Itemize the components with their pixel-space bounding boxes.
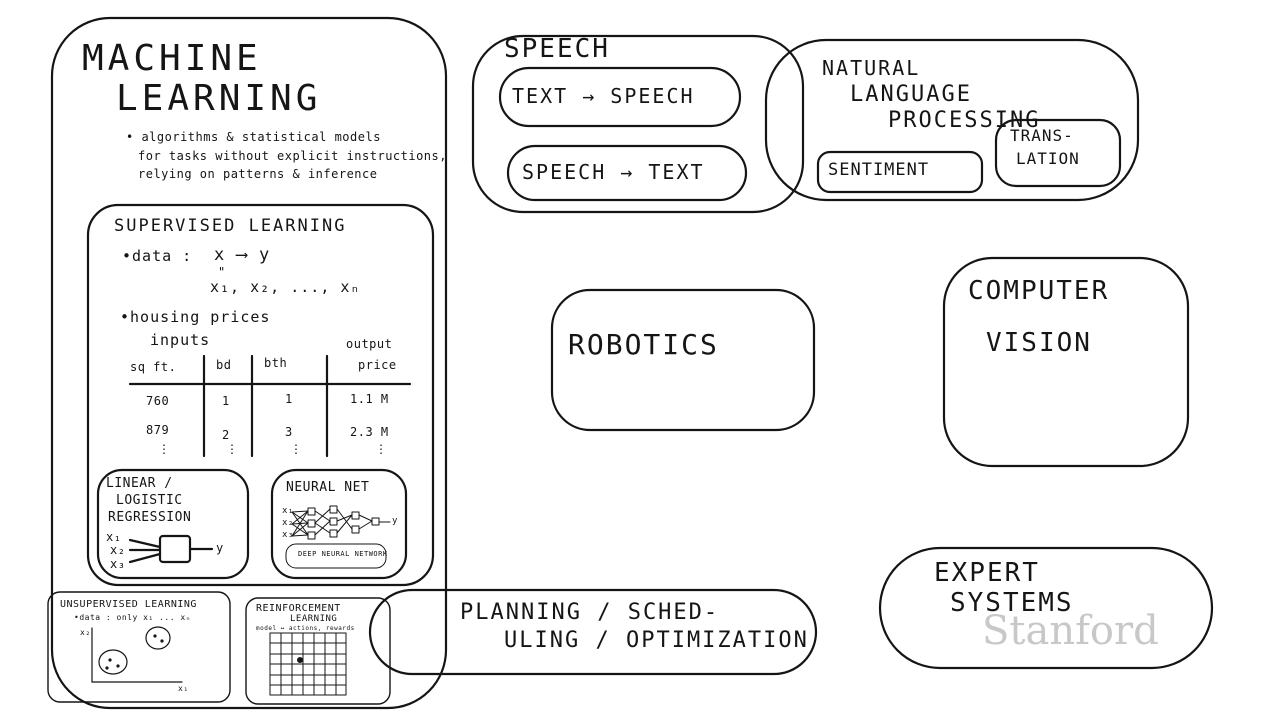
nlp-title-line3: PROCESSING (888, 108, 1041, 133)
expert-line1: EXPERT (934, 558, 1040, 588)
expert-line2: SYSTEMS (950, 588, 1074, 618)
unsupervised-learning-box (47, 591, 231, 703)
reinforcement-learning-box (245, 597, 391, 705)
housing-label: •housing prices (120, 308, 271, 326)
neural-net-box (270, 468, 408, 580)
deep-network-bracket (285, 543, 387, 569)
neural-caption: DEEP NEURAL NETWORK (298, 550, 388, 558)
stanford-watermark: Stanford (982, 608, 1159, 654)
linear-x2: x₂ (110, 543, 126, 557)
neural-net-graph (291, 505, 391, 540)
speech-title: SPEECH (504, 34, 610, 64)
table-ellipsis: ⋮ (158, 442, 171, 456)
col-header-price: price (358, 358, 397, 372)
supervised-title: SUPERVISED LEARNING (114, 216, 347, 236)
planning-line1: PLANNING / SCHED- (460, 600, 720, 625)
speech-box (471, 34, 805, 214)
table-ellipsis: ⋮ (290, 442, 303, 456)
neural-title: NEURAL NET (286, 480, 370, 495)
nlp-title-line1: NATURAL (822, 56, 921, 80)
linear-title-line2: LOGISTIC (116, 493, 183, 508)
nlp-box (764, 38, 1140, 202)
output-label: output (346, 337, 393, 351)
robotics-title: ROBOTICS (568, 328, 719, 361)
table-ellipsis: ⋮ (226, 442, 239, 456)
neural-x1: x₁ (282, 506, 294, 516)
table-ellipsis: ⋮ (375, 442, 388, 456)
text-to-speech-box (498, 66, 742, 128)
supervised-learning-box (86, 203, 435, 587)
unsupervised-axis-x: x₁ (178, 684, 189, 693)
cluster-2 (145, 626, 171, 650)
vision-title-line2: VISION (986, 328, 1092, 358)
linear-y: y (216, 541, 224, 555)
sentiment-box (816, 150, 984, 194)
ml-desc-line2: for tasks without explicit instructions, (138, 149, 447, 163)
reinforcement-title-line1: REINFORCEMENT (256, 603, 341, 614)
unsupervised-title: UNSUPERVISED LEARNING (60, 599, 197, 610)
nlp-title-line2: LANGUAGE (850, 82, 972, 107)
col-header-sqft: sq ft. (130, 360, 177, 374)
table-cell: 2 (222, 428, 230, 442)
supervised-inputs-expr: x₁, x₂, ..., xₙ (210, 278, 361, 296)
ml-desc-line1: • algorithms & statistical models (126, 130, 381, 144)
table-cell: 2.3 M (350, 425, 389, 439)
maze-grid (269, 632, 347, 696)
robotics-box (550, 288, 816, 432)
cluster-points (105, 634, 303, 670)
machine-learning-box (50, 16, 448, 710)
linear-title-line1: LINEAR / (106, 476, 173, 491)
regression-arrow-x3 (128, 552, 162, 564)
neural-x2: x₂ (282, 518, 294, 528)
neural-x3: x₃ (282, 530, 294, 540)
table-cell: 760 (146, 394, 170, 408)
vision-title-line1: COMPUTER (968, 276, 1110, 306)
unsupervised-subtitle: •data : only x₁ ... xₙ (74, 613, 191, 622)
translation-box (994, 118, 1122, 188)
table-cell: 1.1 M (350, 392, 389, 406)
table-cell: 1 (285, 392, 293, 406)
reinforcement-title-line2: LEARNING (290, 614, 338, 624)
expert-systems-box (878, 546, 1214, 670)
col-header-bth: bth (264, 356, 288, 370)
inputs-label: inputs (150, 331, 211, 349)
table-cell: 3 (285, 425, 293, 439)
table-cell: 1 (222, 394, 230, 408)
linear-x1: x₁ (106, 530, 122, 544)
cluster-1 (98, 649, 128, 675)
neural-y: y (392, 516, 398, 526)
table-cell: 879 (146, 423, 170, 437)
planning-box (368, 588, 818, 676)
translation-label-line1: TRANS- (1010, 126, 1074, 145)
translation-label-line2: LATION (1016, 149, 1080, 168)
linear-title-line3: REGRESSION (108, 510, 192, 525)
text-to-speech-label: TEXT → SPEECH (512, 84, 695, 108)
planning-line2: ULING / OPTIMIZATION (504, 628, 809, 653)
ml-title-line1: MACHINE (82, 38, 262, 79)
ml-desc-line3: relying on patterns & inference (138, 167, 378, 181)
speech-to-text-box (506, 144, 748, 202)
computer-vision-box (942, 256, 1190, 468)
unsupervised-axis-y: x₂ (80, 628, 91, 637)
supervised-equals: " (218, 265, 226, 279)
reinforcement-subtitle: model ↔ actions, rewards (256, 625, 355, 632)
col-header-bd: bd (216, 358, 232, 372)
speech-to-text-label: SPEECH → TEXT (522, 160, 705, 184)
ml-title-line2: LEARNING (116, 78, 322, 119)
linear-regression-box (96, 468, 250, 580)
supervised-data-label: •data : (122, 247, 193, 265)
sentiment-label: SENTIMENT (828, 160, 930, 180)
supervised-data-expr: x ⟶ y (214, 245, 271, 265)
regression-model-block (158, 534, 192, 564)
linear-x3: x₃ (110, 557, 126, 571)
regression-arrow-x1 (128, 538, 162, 549)
